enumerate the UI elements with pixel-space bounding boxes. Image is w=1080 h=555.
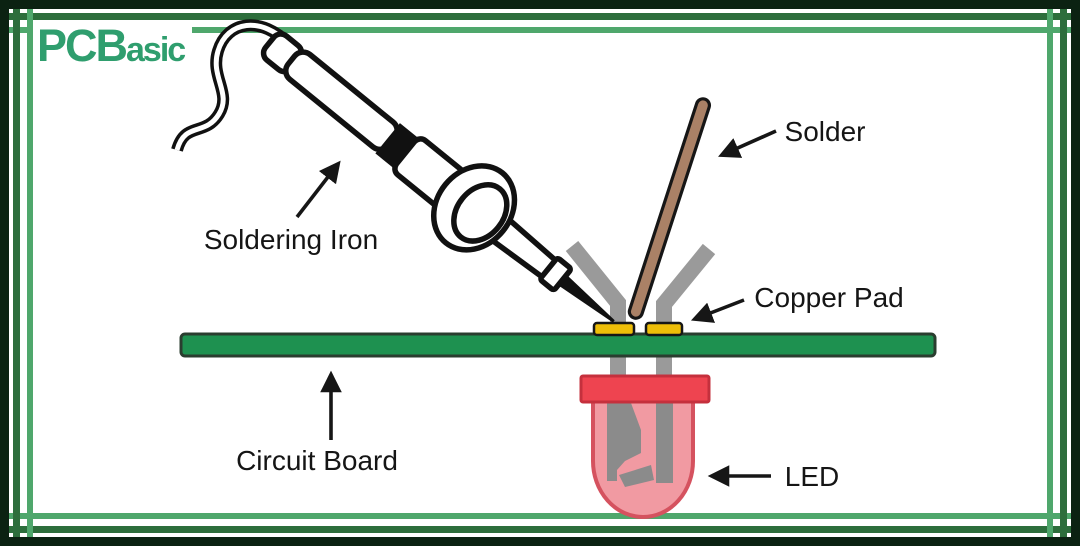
led-illustration — [565, 240, 716, 519]
iron-guard-ring-inner — [451, 182, 510, 244]
led-post — [656, 403, 673, 483]
soldering-iron-label: Soldering Iron — [204, 224, 378, 255]
copper-pad-right — [644, 321, 684, 337]
solder-label: Solder — [785, 116, 866, 147]
led-flange — [579, 374, 711, 404]
iron-body — [260, 31, 615, 323]
copper-pad-left — [592, 321, 636, 337]
frame-line-right-outer — [1060, 9, 1067, 537]
led-anvil — [607, 403, 641, 481]
led-wedge — [619, 465, 654, 487]
iron-collar — [375, 123, 421, 171]
frame-line-top-inner — [9, 27, 1071, 33]
copper-pad-arrow — [690, 298, 745, 323]
logo-text-asic: asic — [126, 31, 186, 69]
frame-line-bottom-outer — [9, 526, 1071, 533]
led-lead-left-below — [610, 355, 626, 379]
solder-wire — [627, 97, 712, 320]
pcbasic-logo: PCBasic — [33, 20, 193, 71]
soldering-iron-illustration — [171, 19, 615, 323]
copper-pads — [592, 321, 684, 337]
circuit-board-label: Circuit Board — [236, 445, 398, 476]
solder-arrow — [718, 129, 777, 158]
frame-line-top-outer — [9, 13, 1071, 20]
led-lead-right-below — [656, 355, 672, 379]
iron-cord-core — [174, 22, 292, 151]
copper-pad-label: Copper Pad — [754, 282, 903, 313]
frame-line-left-inner — [27, 9, 33, 537]
frame-line-right-inner — [1047, 9, 1053, 537]
frame-line-bottom-inner — [9, 513, 1071, 519]
annotation-labels: Soldering Iron Solder Copper Pad Circuit… — [204, 116, 904, 492]
led-label: LED — [785, 461, 839, 492]
frame-line-left-outer — [13, 9, 20, 537]
iron-tip — [558, 274, 615, 323]
logo-text-pcb: PCB — [37, 20, 128, 71]
soldering-diagram: Soldering Iron Solder Copper Pad Circuit… — [171, 19, 937, 519]
led-internal-electrodes — [607, 403, 673, 487]
circuit-board — [179, 332, 937, 358]
annotation-arrows — [295, 129, 777, 487]
iron-handle — [283, 49, 400, 153]
soldering-iron-arrow — [295, 160, 341, 219]
